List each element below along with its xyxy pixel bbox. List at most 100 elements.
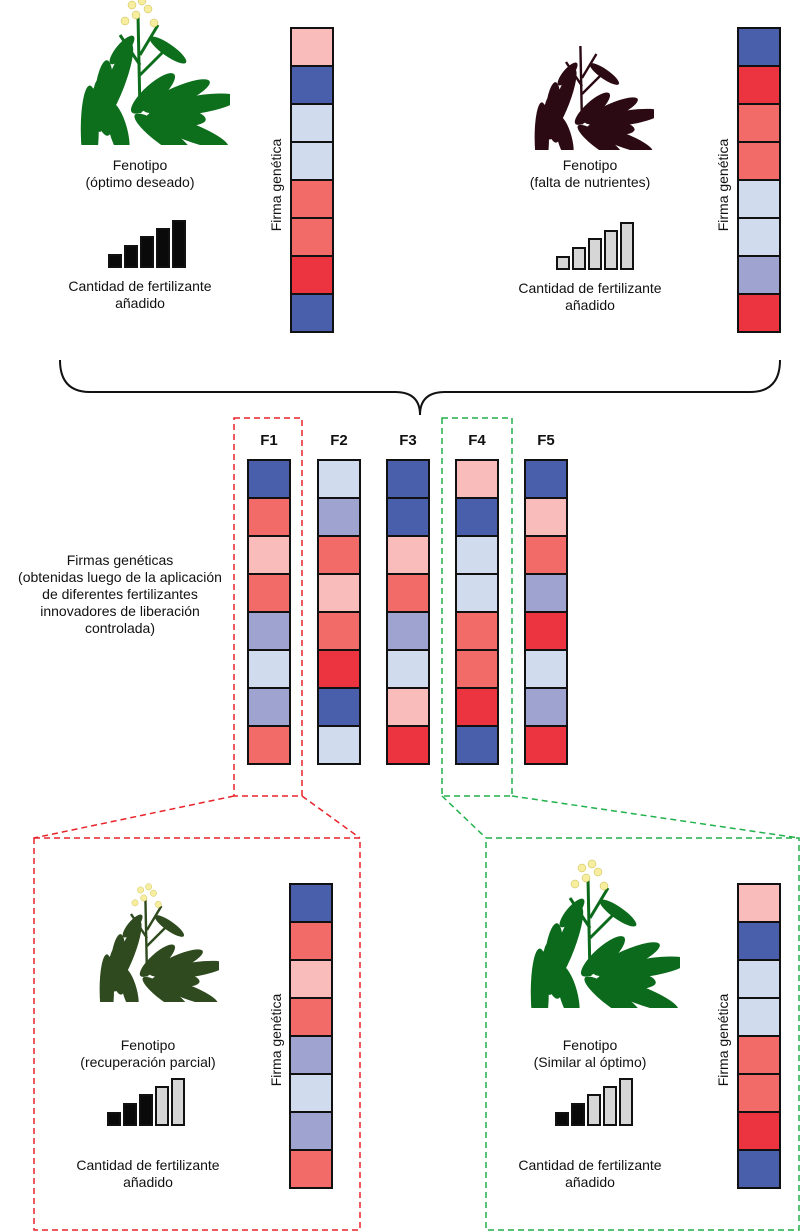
plant-deficient-image: [510, 30, 662, 172]
plant-similar-image: [500, 858, 690, 1036]
signature-cell: [739, 143, 779, 181]
partial-recovery-box: [33, 837, 361, 1231]
signature-cell: [292, 29, 332, 67]
signature-cell: [457, 613, 497, 651]
signature-cell: [739, 1037, 779, 1075]
signature-cell: [319, 537, 359, 575]
fertilizer-bar: [124, 245, 138, 268]
fertilizer-label-line: añadido: [123, 1174, 173, 1190]
signature-cell: [526, 613, 566, 651]
signature-cell: [457, 651, 497, 689]
phenotype-title: Fenotipo: [562, 157, 618, 173]
fertilizer-f2-label: F2: [330, 432, 348, 449]
phenotype-label: Fenotipo(falta de nutrientes): [530, 157, 651, 191]
fertilizer-label-line: Cantidad de fertilizante: [518, 280, 662, 296]
signature-cell: [526, 537, 566, 575]
genetic-signature-similar: [737, 883, 781, 1189]
fertilizer-bar: [572, 247, 586, 270]
phenotype-subtitle: (recuperación parcial): [80, 1054, 216, 1070]
signature-cell: [739, 105, 779, 143]
fertilizer-bar: [139, 1094, 153, 1126]
signature-cell: [739, 1151, 779, 1187]
caption-line: innovadores de liberación: [40, 603, 200, 619]
signature-cell: [292, 181, 332, 219]
fertilizer-f3-label: F3: [399, 432, 417, 449]
fertilizer-bar: [155, 1086, 169, 1126]
fertilizer-label-line: Cantidad de fertilizante: [68, 278, 212, 294]
fertilizer-bar: [156, 228, 170, 268]
caption-line: Firmas genéticas: [66, 552, 174, 568]
signature-cell: [291, 961, 331, 999]
signature-cell: [457, 689, 497, 727]
fertilizer-f2-signature: [317, 459, 361, 765]
signature-cell: [249, 689, 289, 727]
phenotype-subtitle: (Similar al óptimo): [533, 1054, 647, 1070]
signature-cell: [292, 219, 332, 257]
signature-cell: [249, 727, 289, 763]
signature-label: Firma genética: [268, 138, 284, 232]
fertilizer-label-line: añadido: [565, 1174, 615, 1190]
signature-cell: [291, 1113, 331, 1151]
signature-cell: [292, 295, 332, 331]
zoom-line: [511, 795, 800, 839]
fertilizer-amount-chart: [556, 222, 634, 270]
signature-cell: [292, 143, 332, 181]
caption-line: de diferentes fertilizantes: [42, 586, 198, 602]
phenotype-subtitle: (falta de nutrientes): [529, 174, 651, 190]
signature-label: Firma genética: [268, 993, 284, 1087]
genetic-signature-partial: [289, 883, 333, 1189]
signature-cell: [739, 885, 779, 923]
signature-cell: [291, 923, 331, 961]
fertilizer-f1-label: F1: [260, 432, 278, 449]
fertilizer-label-line: Cantidad de fertilizante: [518, 1157, 662, 1173]
signature-cell: [739, 999, 779, 1037]
signature-cell: [292, 67, 332, 105]
zoom-line: [441, 795, 487, 839]
signature-cell: [249, 575, 289, 613]
signature-cell: [457, 461, 497, 499]
signature-cell: [249, 613, 289, 651]
phenotype-label: Fenotipo(recuperación parcial): [80, 1037, 215, 1071]
fertilizer-bar: [140, 236, 154, 268]
signature-cell: [739, 295, 779, 331]
signature-cell: [739, 1113, 779, 1151]
signature-cell: [457, 499, 497, 537]
fertilizer-bar: [171, 1078, 185, 1126]
fertilizer-amount-chart: [555, 1078, 633, 1126]
signature-cell: [291, 999, 331, 1037]
genetic-signature-deficient: [737, 27, 781, 333]
fertilizer-amount-chart: [108, 220, 186, 268]
fertilizer-f1-signature: [247, 459, 291, 765]
signature-cell: [526, 727, 566, 763]
fertilizer-bar: [123, 1103, 137, 1126]
signature-cell: [388, 461, 428, 499]
signature-label: Firma genética: [715, 993, 731, 1087]
fertilizer-f5-signature: [524, 459, 568, 765]
signature-cell: [291, 1075, 331, 1113]
signature-cell: [457, 727, 497, 763]
signature-cell: [292, 257, 332, 295]
fertilizer-bar: [172, 220, 186, 268]
signature-cell: [319, 651, 359, 689]
fertilizer-bar: [107, 1112, 121, 1126]
signature-cell: [388, 499, 428, 537]
signature-cell: [292, 105, 332, 143]
signature-cell: [739, 1075, 779, 1113]
signature-cell: [291, 885, 331, 923]
signature-cell: [526, 575, 566, 613]
signature-cell: [526, 461, 566, 499]
signature-cell: [388, 727, 428, 763]
fertilizer-f4-signature: [455, 459, 499, 765]
zoom-line: [33, 795, 235, 839]
phenotype-label: Fenotipo(Similar al óptimo): [534, 1037, 647, 1071]
signature-cell: [739, 67, 779, 105]
fertilizer-label-line: Cantidad de fertilizante: [76, 1157, 220, 1173]
fertilizer-label-line: añadido: [115, 295, 165, 311]
signature-cell: [319, 689, 359, 727]
fertilizer-bar: [604, 230, 618, 270]
fertilizer-bar: [619, 1078, 633, 1126]
